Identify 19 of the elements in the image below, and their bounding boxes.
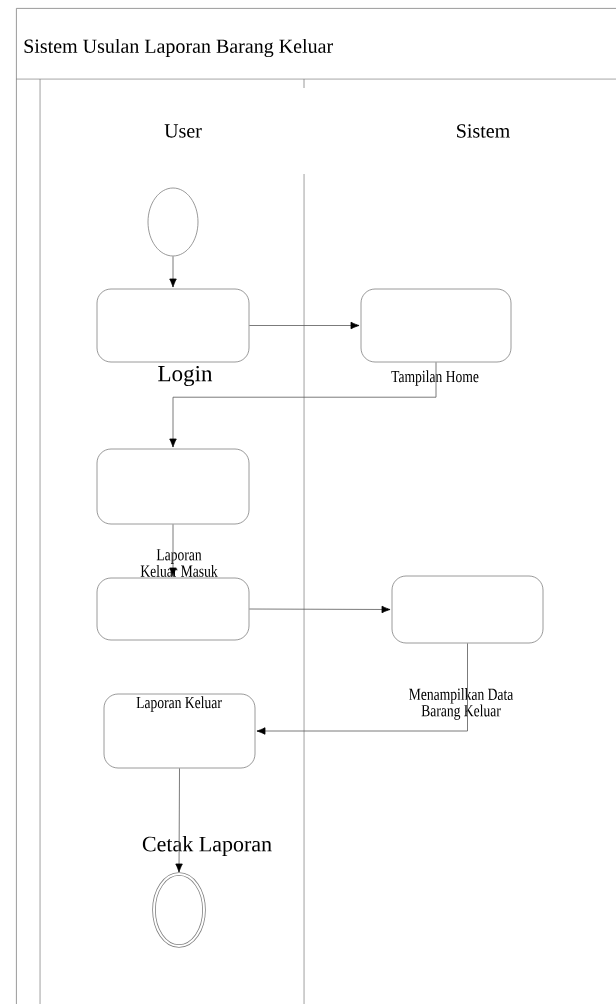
arrow	[169, 362, 437, 448]
arrow	[256, 643, 468, 735]
activity-label: Laporan Keluar	[136, 696, 222, 712]
activity-label: Cetak Laporan	[142, 836, 272, 856]
arrow	[169, 256, 177, 288]
arrow	[249, 605, 391, 614]
arrow	[249, 321, 360, 330]
pool-title: Sistem Usulan Laporan Barang Keluar	[24, 38, 333, 58]
start-node	[147, 187, 199, 257]
activity-label: Tampilan Home	[391, 370, 479, 386]
lane-header: User	[164, 124, 202, 138]
arrow	[175, 768, 183, 873]
activity-label: Login	[158, 365, 213, 387]
activity-box	[96, 577, 250, 641]
arrow	[169, 524, 177, 577]
activity-label: Menampilkan Data Barang Keluar	[409, 688, 514, 720]
activity-box	[96, 448, 250, 525]
end-node	[152, 872, 206, 948]
lane-header: Sistem	[457, 124, 510, 138]
